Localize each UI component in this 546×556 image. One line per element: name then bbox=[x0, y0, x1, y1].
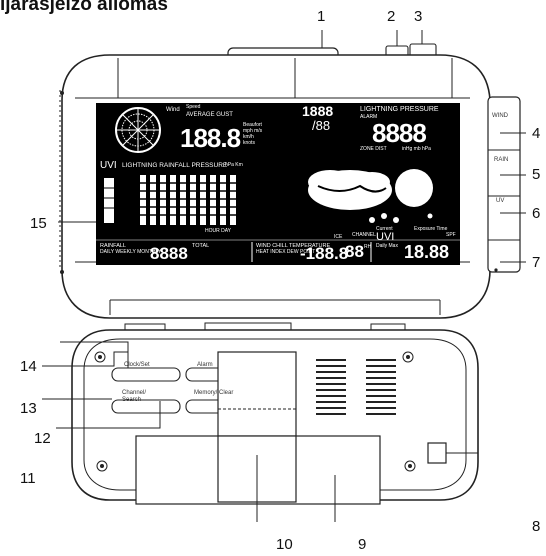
lcd-zone-dist: ZONE DIST bbox=[360, 146, 387, 152]
lcd-avg-gust: AVERAGE GUST bbox=[186, 112, 233, 118]
callout-15: 15 bbox=[30, 215, 47, 232]
uv-button-label[interactable]: UV bbox=[496, 198, 505, 204]
lcd-ice-label: ICE bbox=[334, 234, 343, 240]
lcd-rain-top: 1888 bbox=[302, 103, 334, 119]
lcd-hour-day: HOUR DAY bbox=[205, 228, 232, 234]
lcd-uv-value: 18.88 bbox=[404, 242, 450, 262]
rain-button-label[interactable]: RAIN bbox=[494, 157, 509, 163]
callout-3: 3 bbox=[414, 8, 423, 25]
callout-13: 13 bbox=[20, 400, 37, 417]
channel-search-button[interactable] bbox=[111, 399, 181, 414]
forecast-icon bbox=[308, 169, 433, 223]
lcd-daily-max: Daily Max bbox=[376, 243, 398, 249]
callout-10: 10 bbox=[276, 536, 293, 553]
alarm-label: Alarm bbox=[197, 362, 213, 368]
lcd-rainfall-label: RAINFALL bbox=[100, 243, 126, 249]
front-unit bbox=[59, 43, 521, 319]
diagram-title: ljárásjelző állomás bbox=[0, 0, 168, 15]
callout-4: 4 bbox=[532, 125, 541, 142]
lcd-lightning-pressure: LIGHTNING PRESSURE bbox=[360, 106, 439, 113]
memory-clear-label: Memory/ Clear bbox=[194, 390, 234, 396]
callout-8: 8 bbox=[532, 518, 541, 535]
lcd-wind-label: Wind bbox=[166, 107, 180, 113]
clock-set-button[interactable] bbox=[111, 367, 181, 382]
lcd-rain-sub: /88 bbox=[312, 118, 331, 133]
lcd-channel-label: CHANNEL bbox=[352, 232, 376, 238]
lcd-total-label: TOTAL bbox=[192, 243, 210, 249]
lcd-temp-header: WIND CHILL TEMPERATURE bbox=[256, 243, 331, 249]
speaker-grill-left bbox=[316, 359, 346, 415]
lcd-temp-value: -188.8 bbox=[300, 244, 349, 263]
history-bar-graph bbox=[104, 175, 240, 225]
lcd-graph-header: LIGHTNING RAINFALL PRESSURE bbox=[122, 162, 228, 169]
callout-6: 6 bbox=[532, 205, 541, 222]
lcd-spf-label: SPF bbox=[446, 232, 456, 238]
lcd-alarm-label: ALARM bbox=[360, 114, 378, 120]
clock-set-label: Clock/Set bbox=[124, 362, 150, 368]
wind-button-label[interactable]: WIND bbox=[492, 113, 508, 119]
callout-12: 12 bbox=[34, 430, 51, 447]
callout-14: 14 bbox=[20, 358, 37, 375]
lcd-humidity-value: 88 bbox=[345, 242, 364, 261]
callout-9: 9 bbox=[358, 536, 367, 553]
lcd-rain-value: 8888 bbox=[150, 244, 188, 263]
lcd-pressure-units: inHg mb hPa bbox=[402, 146, 431, 152]
wind-compass-icon bbox=[115, 107, 161, 153]
callout-5: 5 bbox=[532, 166, 541, 183]
side-button-column bbox=[487, 96, 521, 273]
lcd-temp-sub: HEAT INDEX DEW POINT bbox=[256, 249, 316, 255]
lcd-exposure-label: Exposure Time bbox=[414, 226, 448, 232]
lcd-speed-label: Speed bbox=[186, 104, 201, 110]
channel-search-label: Channel/ Search bbox=[122, 390, 147, 403]
back-unit bbox=[71, 322, 479, 505]
lcd-pressure-value: 8888 bbox=[372, 118, 427, 148]
lcd-wind-value: 188.8 bbox=[180, 123, 241, 153]
callout-7: 7 bbox=[532, 254, 541, 271]
lcd-uvi-big: UVI bbox=[376, 231, 395, 243]
dc-jack bbox=[427, 442, 447, 464]
lcd-daily-weekly-monthly: DAILY WEEKLY MONTHLY bbox=[100, 249, 162, 255]
speaker-grill-right bbox=[366, 359, 396, 415]
callout-2: 2 bbox=[387, 8, 396, 25]
lcd-uvi-label: UVI bbox=[100, 160, 117, 171]
callout-11: 11 bbox=[20, 470, 36, 487]
lcd-graph-units: hPa Km bbox=[225, 162, 243, 168]
lcd-wind-units: Beaufort mph m/s km/h knots bbox=[243, 122, 263, 146]
callout-1: 1 bbox=[317, 8, 326, 25]
lcd-content bbox=[96, 107, 460, 262]
lcd-current-label: Current bbox=[376, 226, 393, 232]
lcd-rh-label: RH bbox=[364, 244, 372, 250]
leader-lines bbox=[42, 30, 526, 522]
